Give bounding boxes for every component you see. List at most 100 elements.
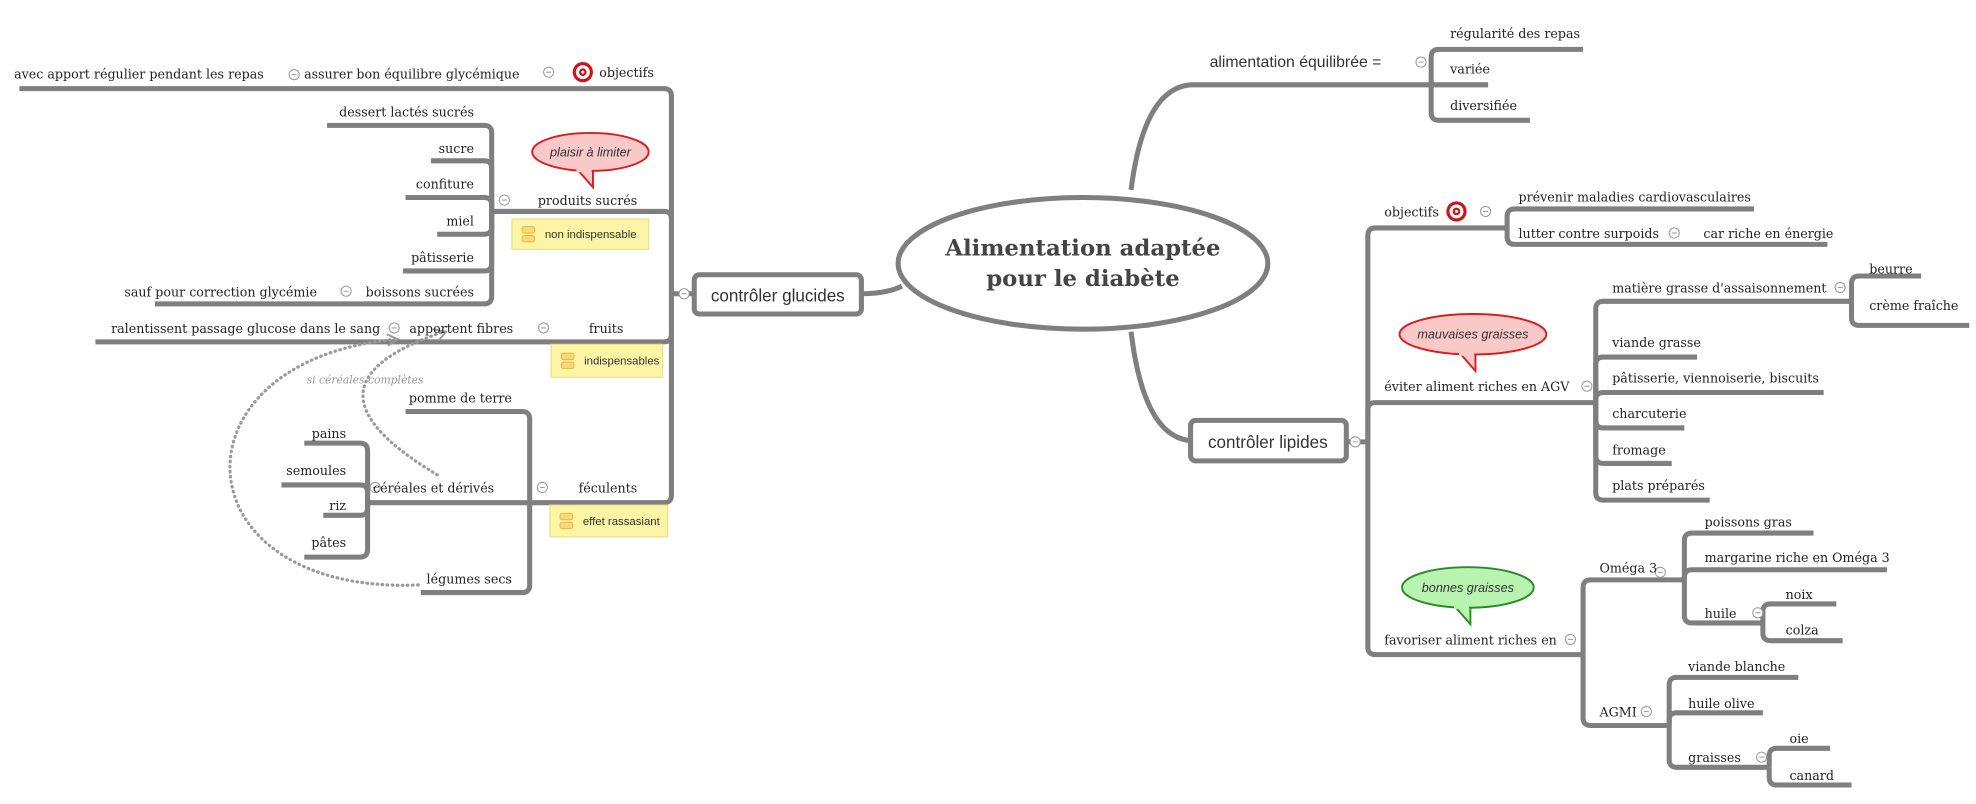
collapse-minus-icon[interactable] — [536, 481, 548, 494]
collapse-minus-icon[interactable] — [678, 288, 690, 300]
graisses-branch — [1766, 745, 1830, 768]
collapse-minus-icon[interactable] — [1668, 227, 1680, 239]
equilibree-branch — [1428, 84, 1530, 123]
node-label[interactable]: favoriser aliment riches en — [1384, 632, 1557, 647]
callout-plaisir-a-limiter[interactable]: plaisir à limiter — [531, 131, 650, 190]
glucides-branch — [491, 208, 674, 294]
collapse-minus-icon[interactable] — [288, 69, 300, 81]
node-label[interactable]: ralentissent passage glucose dans le san… — [111, 321, 380, 336]
equilibree-label[interactable]: alimentation équilibrée = — [1210, 54, 1382, 71]
node-label[interactable]: poissons gras — [1705, 515, 1792, 530]
node-label[interactable]: assurer bon équilibre glycémique — [304, 67, 519, 82]
huile-branch — [1760, 622, 1843, 644]
node-label[interactable]: miel — [446, 213, 474, 228]
node-label[interactable]: graisses — [1688, 750, 1741, 765]
note-box[interactable]: indispensables — [550, 343, 664, 378]
node-label[interactable]: huile olive — [1688, 696, 1754, 711]
node-label[interactable]: lutter contre surpoids — [1519, 226, 1660, 241]
node-label[interactable]: margarine riche en Oméga 3 — [1705, 550, 1890, 565]
collapse-minus-icon[interactable] — [1349, 436, 1361, 448]
node-label[interactable]: pâtisserie, viennoiserie, biscuits — [1612, 370, 1819, 385]
node-label[interactable]: sucre — [439, 141, 474, 156]
note-box[interactable]: effet rassasiant — [549, 504, 669, 538]
collapse-minus-icon[interactable] — [1834, 281, 1846, 293]
collapse-minus-icon[interactable] — [538, 322, 550, 334]
node-label[interactable]: confiture — [416, 177, 474, 192]
relation-label[interactable]: si céréales complètes — [307, 374, 424, 387]
node-label[interactable]: colza — [1786, 622, 1819, 637]
central-title-line-2[interactable]: pour le diabète — [986, 266, 1180, 292]
node-label[interactable]: viande grasse — [1611, 335, 1701, 350]
cereales-branch — [281, 482, 371, 503]
node-label[interactable]: objectifs — [1384, 205, 1439, 220]
callout-mauvaises-graisses[interactable]: mauvaises graisses — [1398, 313, 1548, 374]
node-label[interactable]: charcuterie — [1612, 406, 1686, 421]
node-label[interactable]: crème fraîche — [1869, 298, 1958, 313]
node-label[interactable]: boissons sucrées — [366, 284, 474, 299]
node-label[interactable]: éviter aliment riches en AGV — [1384, 379, 1570, 394]
lipides-topic-label[interactable]: contrôler lipides — [1208, 433, 1328, 452]
node-label[interactable]: céréales et dérivés — [373, 481, 494, 496]
node-label[interactable]: viande blanche — [1687, 659, 1785, 674]
matiere-branch — [1848, 301, 1970, 328]
collapse-minus-icon[interactable] — [1480, 205, 1492, 218]
node-label[interactable]: Oméga 3 — [1600, 560, 1658, 575]
node-label[interactable]: objectifs — [599, 65, 654, 80]
collapse-minus-icon[interactable] — [1654, 566, 1666, 578]
node-label[interactable]: produits sucrés — [538, 193, 637, 208]
collapse-minus-icon[interactable] — [498, 194, 510, 206]
relation-arrow-cereales[interactable] — [361, 330, 446, 477]
collapse-minus-icon[interactable] — [1640, 706, 1652, 718]
node-label[interactable]: canard — [1789, 768, 1833, 783]
node-label[interactable]: huile — [1705, 606, 1737, 621]
node-label[interactable]: semoules — [286, 463, 346, 478]
node-label[interactable]: pâtisserie — [411, 250, 474, 265]
collapse-minus-icon[interactable] — [1581, 380, 1593, 392]
callout-text: plaisir à limiter — [549, 145, 632, 159]
central-title-line-1[interactable]: Alimentation adaptée — [944, 236, 1220, 262]
node-label[interactable]: matière grasse d'assaisonnement — [1612, 280, 1826, 295]
node-label[interactable]: riz — [329, 498, 346, 513]
node-label[interactable]: beurre — [1869, 261, 1912, 276]
collapse-minus-icon[interactable] — [543, 66, 555, 78]
node-label[interactable]: sauf pour correction glycémie — [124, 284, 317, 299]
node-label[interactable]: dessert lactés sucrés — [339, 104, 474, 119]
collapse-minus-icon[interactable] — [340, 285, 352, 297]
node-label[interactable]: noix — [1786, 587, 1813, 602]
collapse-minus-icon[interactable] — [1415, 56, 1427, 68]
eviter-branch — [1593, 389, 1824, 403]
callout-bonnes-graisses[interactable]: bonnes graisses — [1401, 566, 1535, 627]
node-label[interactable]: car riche en énergie — [1703, 226, 1833, 241]
note-box[interactable]: non indispensable — [511, 218, 650, 251]
lipides-topic-box[interactable] — [1188, 417, 1349, 464]
collapse-minus-icon[interactable] — [388, 322, 400, 334]
node-label[interactable]: féculents — [579, 481, 638, 496]
arrowhead-icon — [386, 333, 400, 347]
node-label[interactable]: pomme de terre — [409, 391, 512, 406]
node-label[interactable]: légumes secs — [427, 572, 512, 587]
glucides-topic-label[interactable]: contrôler glucides — [711, 286, 845, 305]
collapse-minus-icon[interactable] — [1564, 633, 1576, 645]
central-topic[interactable] — [895, 194, 1271, 332]
node-label[interactable]: diversifiée — [1450, 98, 1517, 113]
node-label[interactable]: fromage — [1612, 443, 1666, 458]
collapse-minus-icon[interactable] — [369, 481, 381, 494]
node-label[interactable]: oie — [1789, 731, 1808, 746]
eviter-branch — [1593, 354, 1698, 403]
node-label[interactable]: apportent fibres — [409, 321, 513, 336]
node-label[interactable]: régularité des repas — [1450, 26, 1580, 41]
collapse-minus-icon[interactable] — [1752, 607, 1764, 619]
node-label[interactable]: AGMI — [1599, 705, 1637, 720]
callout-text: mauvaises graisses — [1417, 328, 1529, 342]
node-label[interactable]: fruits — [589, 321, 624, 336]
collapse-minus-icon[interactable] — [1756, 751, 1768, 763]
node-label[interactable]: variée — [1449, 61, 1490, 76]
node-label[interactable]: prévenir maladies cardiovasculaires — [1519, 189, 1751, 204]
relation-arrow-legumes[interactable] — [228, 337, 420, 587]
glucides-topic-box[interactable] — [691, 272, 864, 317]
node-label[interactable]: pâtes — [311, 535, 346, 550]
agmi-branch — [1666, 725, 1770, 770]
node-label[interactable]: avec apport régulier pendant les repas — [14, 67, 264, 82]
node-label[interactable]: plats préparés — [1612, 478, 1705, 493]
node-label[interactable]: pains — [312, 426, 346, 441]
